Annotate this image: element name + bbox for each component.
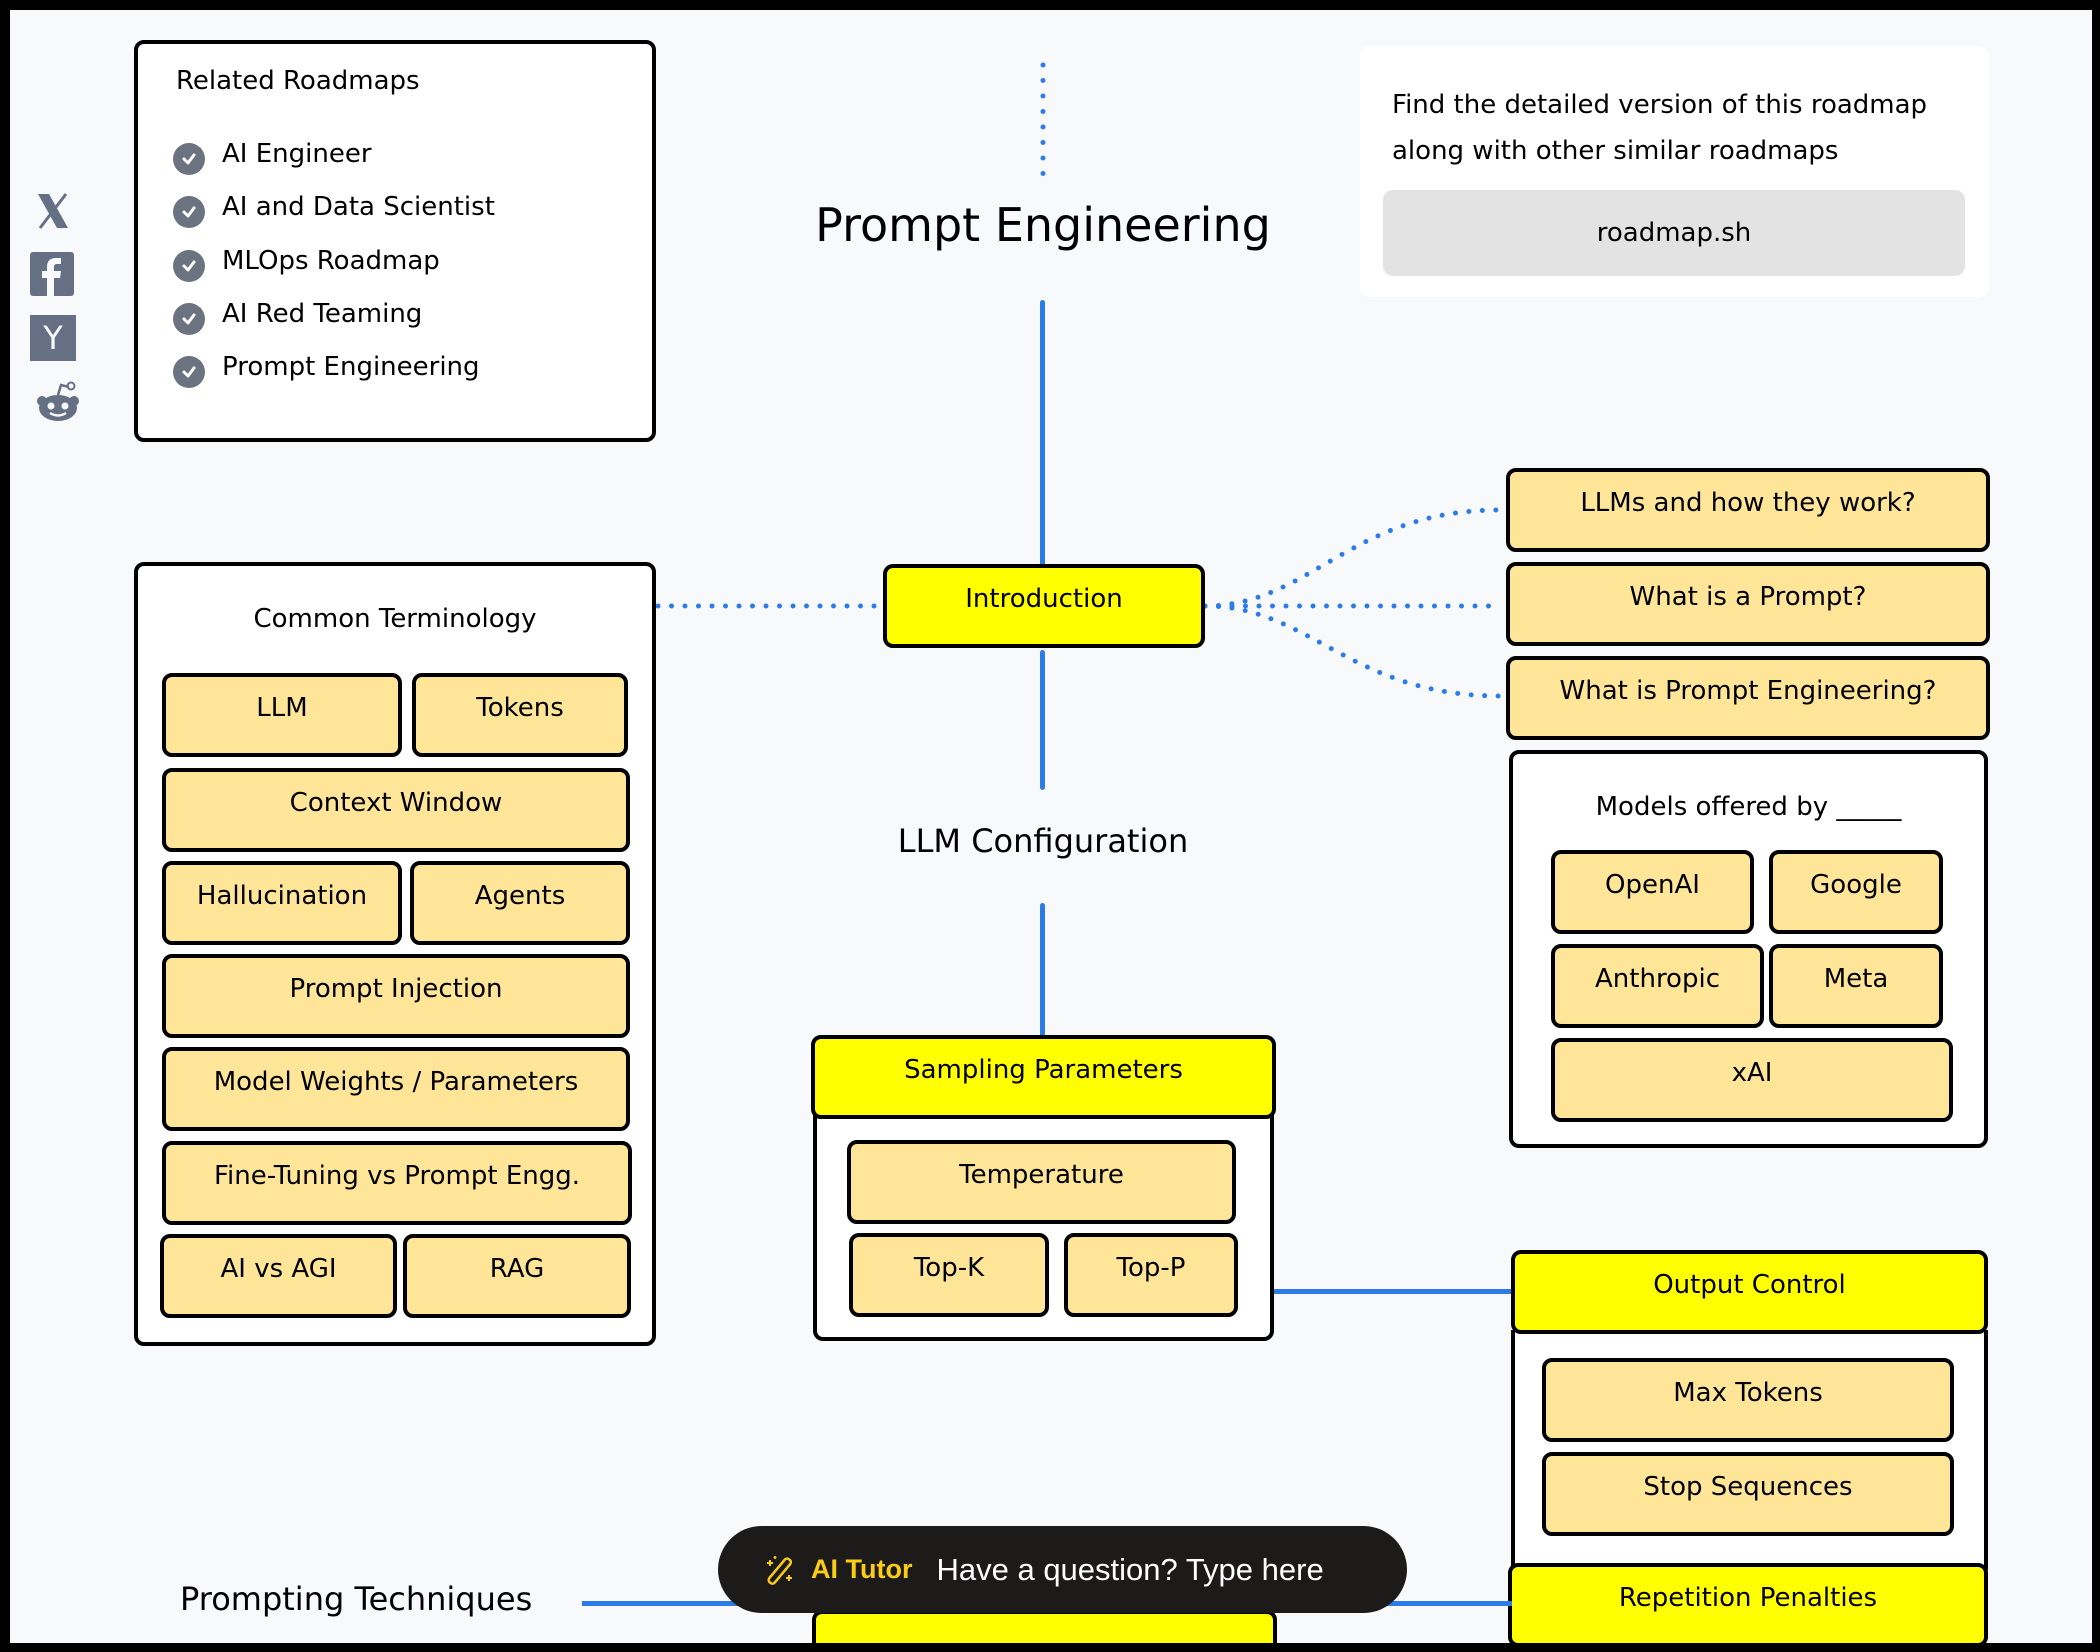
roadmap-sh-button[interactable]: roadmap.sh: [1383, 190, 1965, 276]
related-roadmap-link[interactable]: MLOps Roadmap: [222, 246, 440, 276]
terminology-node[interactable]: LLM: [162, 673, 402, 757]
check-circle-icon: [173, 196, 205, 228]
roadmap-canvas: Y Related Roadmaps AI Engineer AI and Dat…: [10, 10, 2092, 1643]
check-circle-icon: [173, 250, 205, 282]
introduction-child-node[interactable]: What is Prompt Engineering?: [1506, 656, 1990, 740]
magic-wand-icon: [765, 1555, 795, 1585]
terminology-node[interactable]: AI vs AGI: [160, 1234, 397, 1318]
ai-tutor-label: AI Tutor: [811, 1554, 913, 1584]
related-roadmap-link[interactable]: AI Engineer: [222, 139, 372, 169]
terminology-node[interactable]: Context Window: [162, 768, 630, 852]
output-control-item-node[interactable]: Stop Sequences: [1542, 1452, 1954, 1536]
prompting-subnode[interactable]: [812, 1610, 1277, 1643]
connector-intro-config: [1040, 650, 1045, 790]
related-roadmap-link[interactable]: AI and Data Scientist: [222, 192, 495, 222]
model-provider-node[interactable]: Google: [1769, 850, 1943, 934]
model-provider-node[interactable]: xAI: [1551, 1038, 1953, 1122]
output-control-item-node[interactable]: Max Tokens: [1542, 1358, 1954, 1442]
model-provider-node[interactable]: Anthropic: [1551, 944, 1764, 1028]
info-text-line1: Find the detailed version of this roadma…: [1392, 90, 1928, 120]
model-provider-node[interactable]: OpenAI: [1551, 850, 1754, 934]
intro-dotted-connectors: [655, 507, 1503, 699]
introduction-child-node[interactable]: LLMs and how they work?: [1506, 468, 1990, 552]
facebook-icon[interactable]: [30, 252, 74, 296]
terminology-node[interactable]: Model Weights / Parameters: [162, 1047, 630, 1131]
terminology-node[interactable]: RAG: [403, 1234, 631, 1318]
terminology-node[interactable]: Fine-Tuning vs Prompt Engg.: [162, 1141, 632, 1225]
related-roadmaps-panel: Related Roadmaps: [134, 40, 656, 442]
sampling-param-node[interactable]: Temperature: [847, 1140, 1236, 1224]
terminology-node[interactable]: Tokens: [412, 673, 628, 757]
dotted-connector-llms: [1202, 507, 1503, 609]
llm-configuration-label: LLM Configuration: [897, 822, 1189, 860]
introduction-child-node[interactable]: What is a Prompt?: [1506, 562, 1990, 646]
connector-sampling-output: [1274, 1289, 1514, 1294]
model-provider-node[interactable]: Meta: [1769, 944, 1943, 1028]
connector-title-intro: [1040, 300, 1045, 566]
x-icon[interactable]: [35, 192, 71, 234]
ai-tutor-input[interactable]: AI Tutor Have a question? Type here: [718, 1526, 1407, 1613]
dotted-connector-pe: [1202, 603, 1503, 699]
sampling-param-node[interactable]: Top-K: [849, 1233, 1049, 1317]
top-dotted-connector: [1040, 62, 1046, 178]
output-control-node[interactable]: Output Control: [1511, 1250, 1988, 1334]
check-circle-icon: [173, 356, 205, 388]
related-roadmap-link[interactable]: Prompt Engineering: [222, 352, 480, 382]
sampling-param-node[interactable]: Top-P: [1064, 1233, 1238, 1317]
reddit-icon[interactable]: [35, 380, 81, 426]
terminology-node[interactable]: Hallucination: [162, 861, 402, 945]
terminology-node[interactable]: Prompt Injection: [162, 954, 630, 1038]
related-roadmap-link[interactable]: AI Red Teaming: [222, 299, 423, 329]
repetition-penalties-node[interactable]: Repetition Penalties: [1508, 1563, 1988, 1643]
info-card: Find the detailed version of this roadma…: [1360, 46, 1989, 297]
introduction-node[interactable]: Introduction: [883, 564, 1205, 648]
sampling-parameters-node[interactable]: Sampling Parameters: [811, 1035, 1276, 1119]
common-terminology-heading: Common Terminology: [253, 604, 537, 634]
check-circle-icon: [173, 143, 205, 175]
models-heading: Models offered by _____: [1595, 792, 1902, 822]
ai-tutor-placeholder: Have a question? Type here: [936, 1551, 1324, 1587]
connector-config-sampling: [1040, 903, 1045, 1038]
terminology-node[interactable]: Agents: [410, 861, 630, 945]
hackernews-icon[interactable]: Y: [30, 315, 76, 361]
check-circle-icon: [173, 303, 205, 335]
info-text-line2: along with other similar roadmaps: [1392, 136, 1839, 166]
related-roadmaps-heading: Related Roadmaps: [176, 66, 420, 96]
page-title: Prompt Engineering: [815, 198, 1271, 252]
prompting-techniques-label: Prompting Techniques: [180, 1580, 533, 1618]
